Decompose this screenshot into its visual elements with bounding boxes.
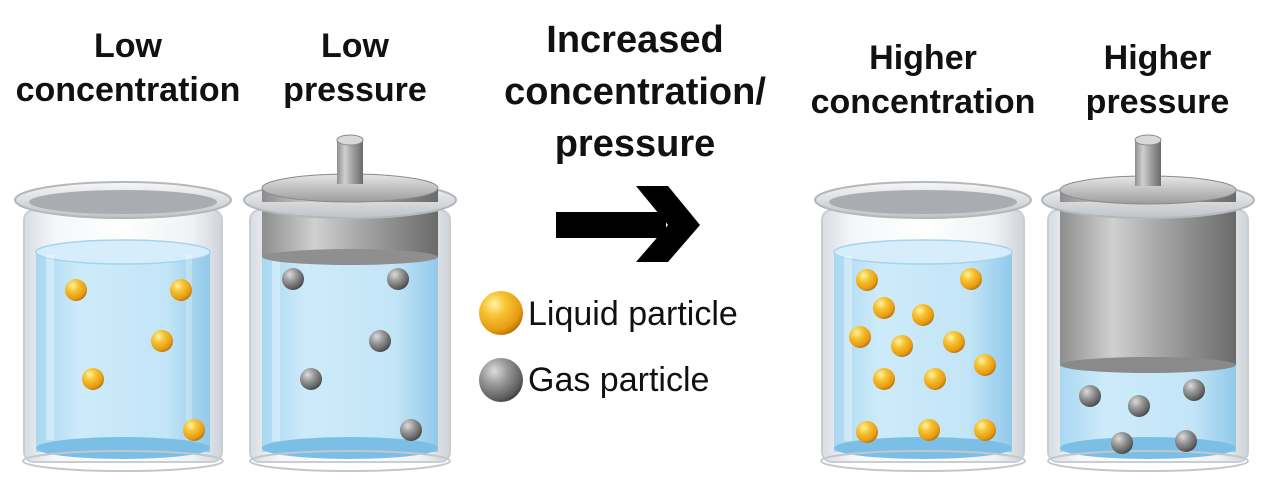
liquid-particle: [891, 335, 913, 357]
liquid-particle: [873, 297, 895, 319]
legend-gas-particle-icon: [479, 358, 523, 402]
liquid-particle: [924, 368, 946, 390]
gas-particle: [1079, 385, 1101, 407]
liquid-particle: [856, 421, 878, 443]
label-higher-pressure-line1: Higher: [1103, 39, 1212, 77]
label-low-pressure-line2: pressure: [283, 71, 427, 109]
label-higher-concentration: Higher concentration: [800, 36, 1046, 124]
label-low-concentration-line1: Low: [94, 27, 162, 65]
gas-particle: [1183, 379, 1205, 401]
liquid-particle: [183, 419, 205, 441]
liquid-particle: [65, 279, 87, 301]
beaker-low-concentration: [14, 181, 232, 472]
gas-particle: [387, 268, 409, 290]
label-increased-line3: pressure: [554, 123, 716, 165]
particles-higher-concentration: [849, 268, 996, 443]
liquid-particle: [974, 419, 996, 441]
gas-particle: [369, 330, 391, 352]
particles-higher-pressure: [1079, 379, 1205, 454]
gas-particle: [300, 368, 322, 390]
liquid-particle: [918, 419, 940, 441]
label-higher-concentration-line2: concentration: [810, 83, 1036, 121]
label-increased-line1: Increased: [546, 19, 724, 61]
particles-low-pressure: [282, 268, 422, 441]
arrow-icon: [556, 186, 700, 262]
label-higher-concentration-line1: Higher: [869, 39, 977, 77]
particles-low-concentration: [65, 279, 205, 441]
legend-liquid-particle-icon: [479, 291, 523, 335]
label-increased-line2: concentration/: [504, 71, 766, 113]
liquid-particle: [974, 354, 996, 376]
liquid-particle: [943, 331, 965, 353]
label-low-concentration-line2: concentration: [15, 71, 241, 109]
gas-particle: [1175, 430, 1197, 452]
liquid-particle: [849, 326, 871, 348]
gas-particle: [1128, 395, 1150, 417]
liquid-particle: [82, 368, 104, 390]
liquid-particle: [960, 268, 982, 290]
cylinder-higher-pressure: [1041, 134, 1255, 472]
label-increased: Increased concentration/ pressure: [480, 14, 790, 170]
liquid-particle: [873, 368, 895, 390]
label-higher-pressure-line2: pressure: [1085, 83, 1230, 121]
liquid-particle: [151, 330, 173, 352]
legend-gas-label: Gas particle: [528, 361, 710, 399]
cylinder-low-pressure: [243, 134, 457, 472]
label-low-concentration: Low concentration: [10, 24, 246, 112]
gas-particle: [1111, 432, 1133, 454]
label-low-pressure-line1: Low: [321, 27, 389, 65]
label-higher-pressure: Higher pressure: [1070, 36, 1245, 124]
gas-particle: [400, 419, 422, 441]
liquid-particle: [912, 304, 934, 326]
gas-particle: [282, 268, 304, 290]
liquid-particle: [856, 269, 878, 291]
legend-liquid-label: Liquid particle: [528, 295, 738, 333]
label-low-pressure: Low pressure: [265, 24, 445, 112]
liquid-particle: [170, 279, 192, 301]
